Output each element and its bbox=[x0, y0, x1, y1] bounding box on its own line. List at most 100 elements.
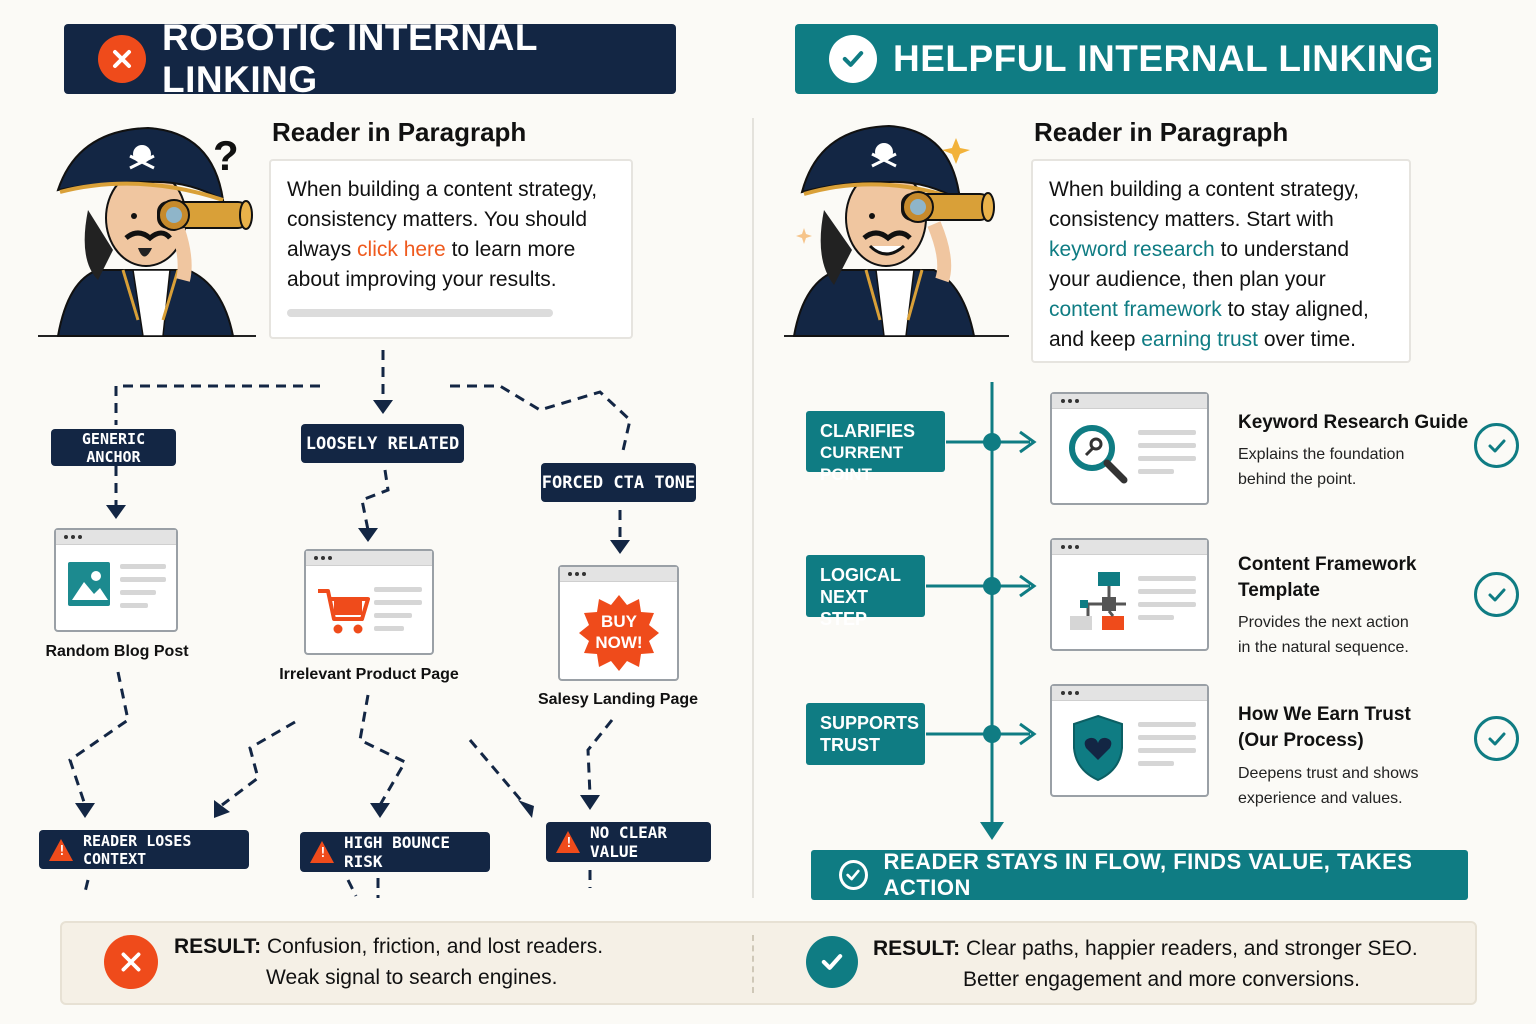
result-text: Clear paths, happier readers, and strong… bbox=[965, 937, 1418, 960]
image-icon bbox=[68, 562, 110, 606]
supports-trust-tag: SUPPORTS TRUST bbox=[806, 703, 925, 765]
right-paragraph: When building a content strategy, consis… bbox=[1031, 159, 1411, 363]
left-paragraph-line: When building a content strategy, bbox=[287, 178, 598, 201]
how-we-earn-trust-desc: Deepens trust and shows experience and v… bbox=[1238, 761, 1419, 811]
svg-text:?: ? bbox=[213, 132, 239, 179]
left-paragraph: When building a content strategy, consis… bbox=[269, 159, 633, 339]
warning-text: NO CLEAR VALUE bbox=[590, 823, 668, 861]
helpful-header: HELPFUL INTERNAL LINKING bbox=[795, 24, 1438, 94]
buy-now-line: BUY bbox=[601, 612, 637, 631]
check-circle-icon bbox=[829, 35, 877, 83]
tag-line: NEXT STEP bbox=[820, 587, 869, 629]
placeholder-bar bbox=[287, 309, 553, 317]
robotic-header-text: ROBOTIC INTERNAL LINKING bbox=[162, 17, 538, 100]
helpful-flow-connectors bbox=[926, 382, 1037, 840]
title-line: How We Earn Trust bbox=[1238, 704, 1411, 725]
right-paragraph-line: content framework to stay aligned, bbox=[1049, 295, 1393, 325]
tag-line: LOGICAL bbox=[820, 565, 901, 585]
generic-anchor-tag: GENERIC ANCHOR bbox=[51, 429, 176, 466]
content-framework-template-title: Content Framework Template bbox=[1238, 552, 1416, 604]
forced-cta-tone-tag: FORCED CTA TONE bbox=[541, 463, 696, 502]
result-label: RESULT: bbox=[174, 935, 262, 958]
title-line: (Our Process) bbox=[1238, 730, 1364, 751]
result-text: Confusion, friction, and lost readers. bbox=[266, 935, 604, 958]
random-blog-post-window bbox=[54, 528, 178, 632]
browser-bar bbox=[56, 530, 176, 545]
result-line: RESULT: Clear paths, happier readers, an… bbox=[873, 933, 1418, 964]
how-we-earn-trust-window bbox=[1050, 684, 1209, 797]
helpful-result-text: RESULT: Clear paths, happier readers, an… bbox=[873, 933, 1418, 995]
title-line: Keyword Research Guide bbox=[1238, 412, 1469, 433]
buy-now-text: BUY NOW! bbox=[579, 611, 659, 653]
loosely-related-tag: LOOSELY RELATED bbox=[301, 424, 464, 463]
desc-line: behind the point. bbox=[1238, 471, 1357, 488]
desc-line: experience and values. bbox=[1238, 790, 1403, 807]
result-line: Better engagement and more conversions. bbox=[963, 968, 1360, 991]
no-clear-value-warning: ! NO CLEAR VALUE bbox=[546, 822, 711, 862]
title-line: Template bbox=[1238, 580, 1321, 601]
check-circle-icon bbox=[1474, 716, 1519, 761]
robotic-connectors bbox=[68, 350, 632, 898]
buy-now-burst-icon bbox=[579, 595, 659, 671]
text-lines bbox=[1138, 722, 1196, 774]
left-paragraph-text: always bbox=[287, 238, 358, 261]
tag-line: TRUST bbox=[820, 735, 880, 755]
right-paragraph-line: keyword research to understand bbox=[1049, 235, 1393, 265]
keyword-research-guide-window bbox=[1050, 392, 1209, 505]
text-lines bbox=[374, 587, 422, 639]
title-line: Content Framework bbox=[1238, 554, 1417, 575]
desc-line: in the natural sequence. bbox=[1238, 639, 1409, 656]
result-line: Weak signal to search engines. bbox=[266, 966, 558, 989]
text-lines bbox=[1138, 430, 1196, 482]
happy-pirate-illustration bbox=[784, 124, 1009, 337]
keyword-research-guide-desc: Explains the foundation behind the point… bbox=[1238, 442, 1404, 492]
logical-next-step-tag: LOGICAL NEXT STEP bbox=[806, 555, 925, 629]
helpful-header-text: HELPFUL INTERNAL LINKING bbox=[893, 38, 1434, 79]
clarifies-current-point-tag: CLARIFIES CURRENT POINT bbox=[806, 411, 945, 484]
warning-icon: ! bbox=[556, 831, 580, 853]
content-framework-template-desc: Provides the next action in the natural … bbox=[1238, 610, 1409, 660]
flowchart-icon bbox=[1070, 572, 1126, 630]
desc-line: Explains the foundation bbox=[1238, 446, 1405, 463]
right-paragraph-text: to understand bbox=[1214, 238, 1349, 261]
how-we-earn-trust-title: How We Earn Trust (Our Process) bbox=[1238, 702, 1411, 754]
warning-text: HIGH BOUNCE RISK bbox=[344, 833, 450, 871]
tag-line: SUPPORTS bbox=[820, 713, 920, 733]
confused-pirate-illustration: ? bbox=[38, 126, 256, 337]
right-paragraph-text: and keep bbox=[1049, 328, 1142, 351]
result-label: RESULT: bbox=[873, 937, 961, 960]
random-blog-post-caption: Random Blog Post bbox=[45, 643, 189, 660]
click-here-link[interactable]: click here bbox=[357, 238, 446, 261]
x-circle-icon bbox=[98, 35, 146, 83]
keyword-research-link[interactable]: keyword research bbox=[1049, 238, 1215, 261]
warning-text: READER LOSES CONTEXT bbox=[83, 831, 192, 868]
result-line: RESULT: Confusion, friction, and lost re… bbox=[174, 931, 603, 962]
browser-bar bbox=[1052, 394, 1207, 409]
warning-icon: ! bbox=[310, 841, 334, 863]
browser-bar bbox=[1052, 686, 1207, 701]
right-paragraph-text: over time. bbox=[1257, 328, 1357, 351]
result-bar bbox=[60, 921, 1477, 1005]
earning-trust-link[interactable]: earning trust bbox=[1141, 328, 1258, 351]
center-divider bbox=[752, 118, 754, 898]
shield-heart-icon bbox=[1073, 714, 1123, 782]
browser-bar bbox=[1052, 540, 1207, 555]
check-circle-icon bbox=[1474, 572, 1519, 617]
salesy-landing-page-caption: Salesy Landing Page bbox=[537, 691, 699, 708]
irrelevant-product-page-window bbox=[304, 549, 434, 655]
browser-bar bbox=[560, 567, 677, 582]
magnifier-search-icon bbox=[1069, 425, 1128, 484]
right-section-title: Reader in Paragraph bbox=[1034, 117, 1289, 147]
right-paragraph-line: When building a content strategy, bbox=[1049, 178, 1360, 201]
left-paragraph-line: about improving your results. bbox=[287, 268, 557, 291]
desc-line: Deepens trust and shows bbox=[1238, 765, 1419, 782]
irrelevant-product-page-caption: Irrelevant Product Page bbox=[279, 666, 459, 683]
reader-stays-in-flow-banner: READER STAYS IN FLOW, FINDS VALUE, TAKES… bbox=[811, 849, 1468, 900]
content-framework-link[interactable]: content framework bbox=[1049, 298, 1222, 321]
robotic-header: ROBOTIC INTERNAL LINKING bbox=[64, 17, 676, 100]
high-bounce-risk-warning: ! HIGH BOUNCE RISK bbox=[300, 832, 490, 872]
tag-line: CURRENT POINT bbox=[820, 443, 904, 484]
right-paragraph-line: and keep earning trust over time. bbox=[1049, 325, 1393, 355]
right-paragraph-text: to stay aligned, bbox=[1221, 298, 1369, 321]
